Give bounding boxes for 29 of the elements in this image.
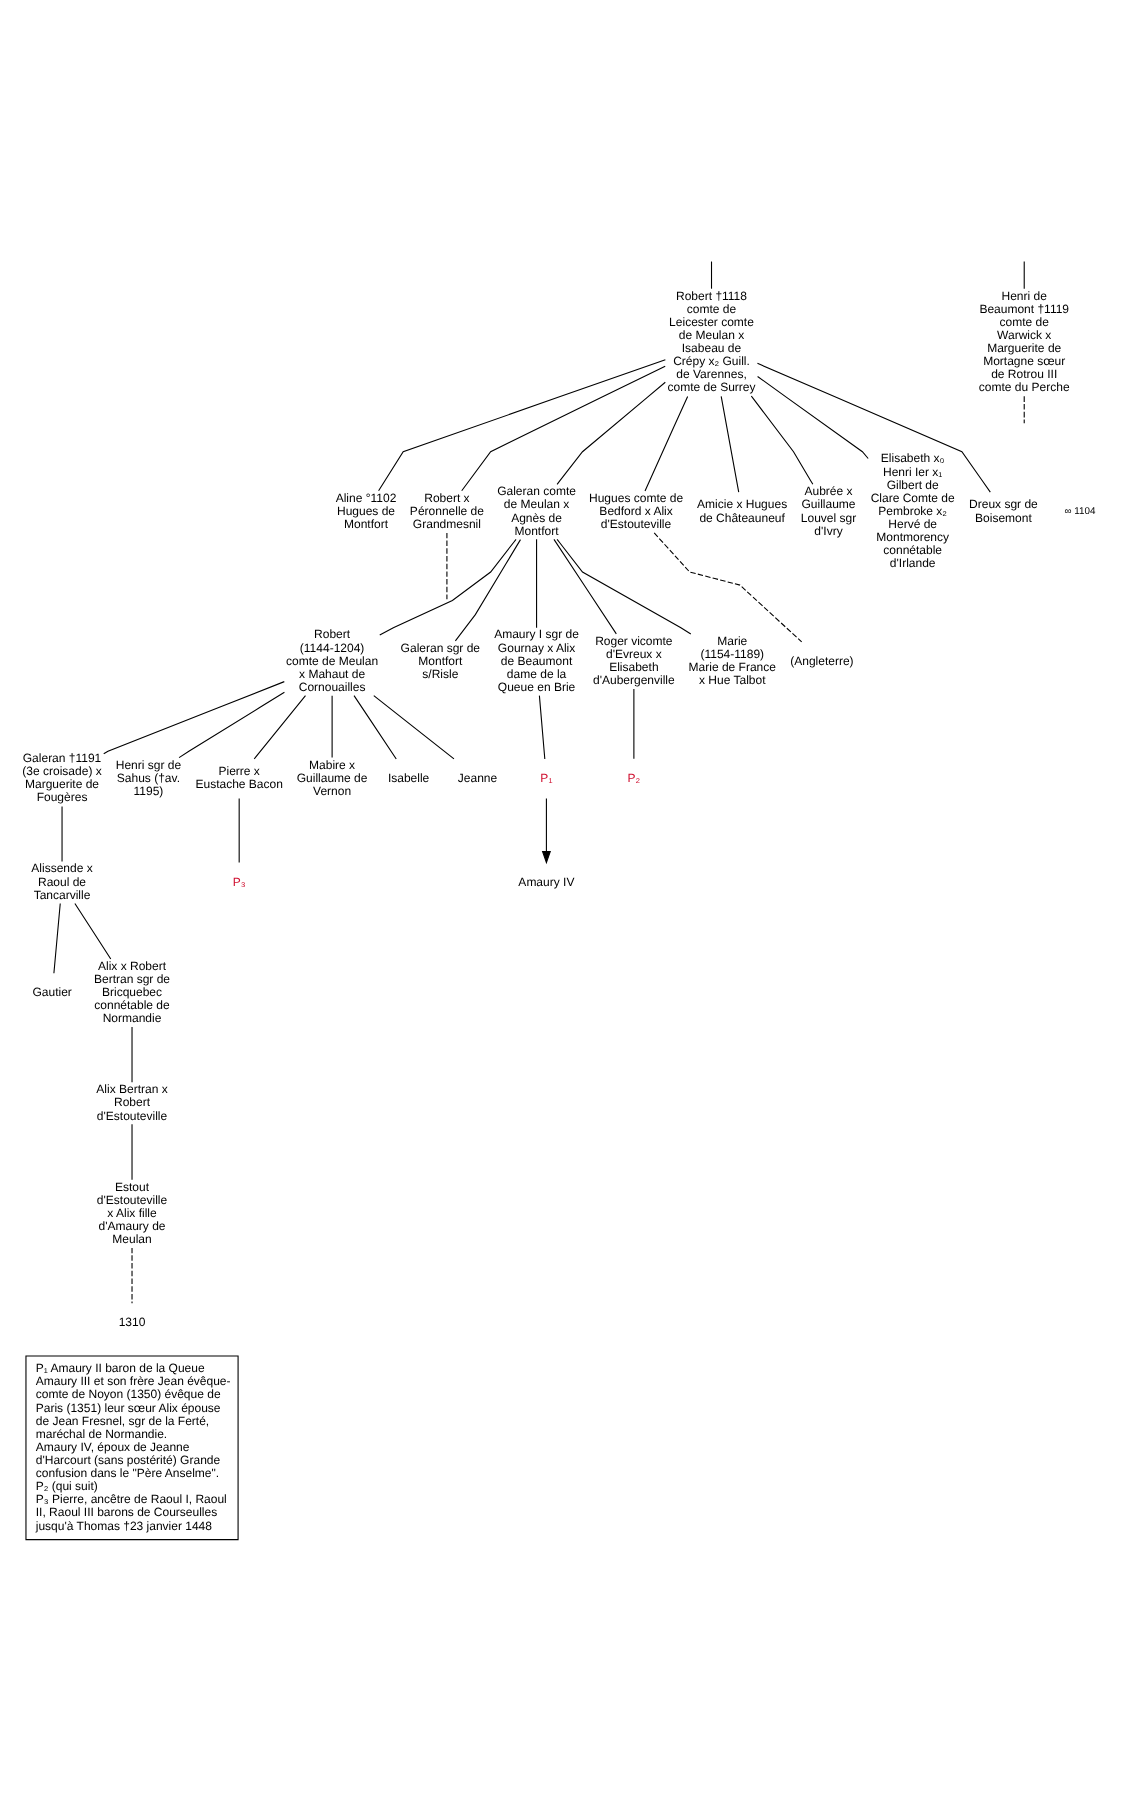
connector bbox=[454, 538, 522, 641]
connector bbox=[556, 380, 666, 484]
connector bbox=[331, 694, 333, 758]
connector bbox=[1023, 394, 1025, 423]
connector bbox=[1023, 259, 1025, 289]
connector bbox=[74, 901, 112, 959]
arrow bbox=[541, 796, 551, 864]
connector bbox=[644, 394, 689, 491]
connector bbox=[633, 687, 635, 759]
connector bbox=[756, 361, 991, 492]
connector bbox=[238, 796, 240, 863]
connector bbox=[710, 259, 713, 289]
connector bbox=[353, 694, 397, 759]
connector bbox=[178, 690, 285, 758]
connector bbox=[53, 901, 61, 973]
connector bbox=[556, 537, 692, 634]
connector bbox=[373, 694, 455, 759]
connector bbox=[653, 531, 803, 642]
connector bbox=[553, 537, 617, 634]
connector bbox=[461, 364, 666, 491]
connector bbox=[378, 358, 666, 491]
connector bbox=[379, 537, 517, 635]
connector bbox=[253, 694, 307, 759]
connector bbox=[720, 394, 740, 492]
connector bbox=[757, 375, 869, 459]
connector bbox=[103, 680, 285, 754]
connector bbox=[750, 394, 814, 484]
connector bbox=[538, 694, 546, 759]
connector bbox=[536, 537, 538, 628]
